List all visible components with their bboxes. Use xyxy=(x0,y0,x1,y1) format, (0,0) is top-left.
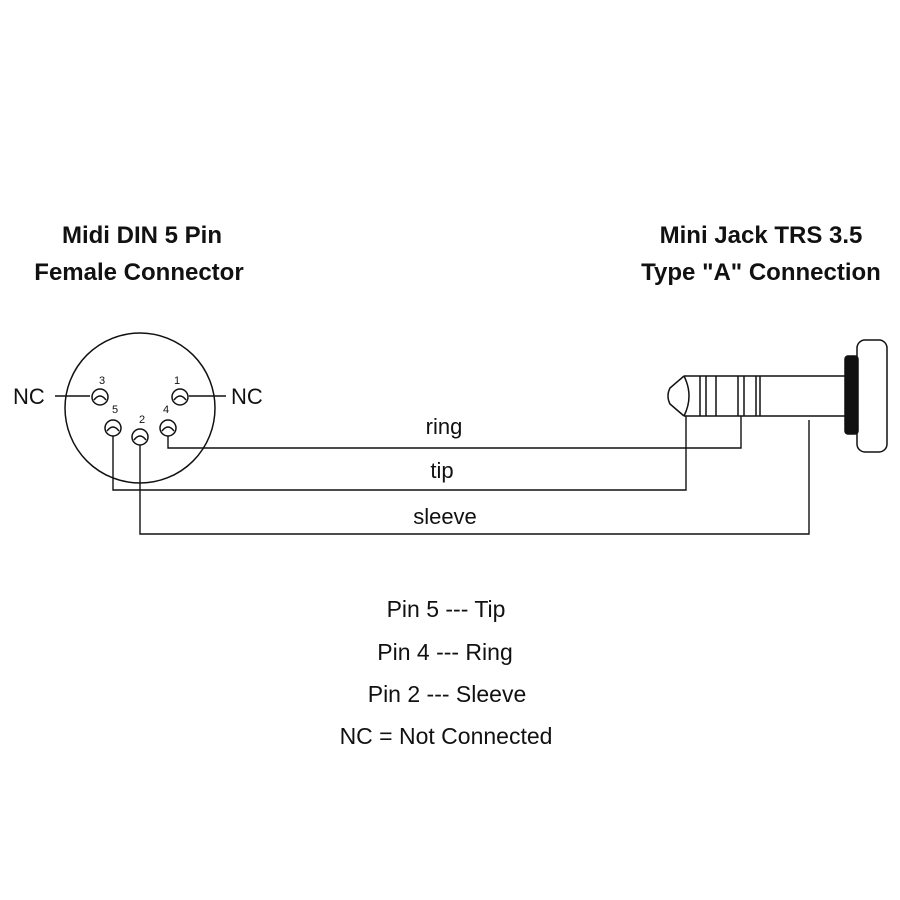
nc-label-left: NC xyxy=(13,384,45,409)
pin-socket-3 xyxy=(91,388,109,406)
din-title-line1: Midi DIN 5 Pin xyxy=(62,222,222,249)
nc-label-right: NC xyxy=(231,384,263,409)
pin-legend: Pin 5 --- Tip Pin 4 --- Ring Pin 2 --- S… xyxy=(340,596,553,749)
jack-title-line1: Mini Jack TRS 3.5 xyxy=(660,222,863,249)
pin-number-5: 5 xyxy=(112,404,118,416)
wire-label-ring: ring xyxy=(426,414,463,439)
jack-title-line2: Type "A" Connection xyxy=(641,259,881,286)
jack-cap xyxy=(856,339,888,453)
wire-ring xyxy=(167,416,742,449)
wire-label-sleeve: sleeve xyxy=(413,504,477,529)
din-title-line2: Female Connector xyxy=(34,259,243,286)
pin-socket-5 xyxy=(104,419,122,437)
pin-number-1: 1 xyxy=(174,375,180,387)
legend-line-1: Pin 5 --- Tip xyxy=(387,596,506,622)
pin-number-4: 4 xyxy=(163,404,169,416)
jack-grip xyxy=(844,355,859,435)
wire-tip xyxy=(112,416,687,491)
pin-socket-2 xyxy=(131,428,149,446)
wire-label-tip: tip xyxy=(430,458,453,483)
jack-tip xyxy=(667,375,685,417)
pin-number-2: 2 xyxy=(139,414,145,426)
wire-sleeve xyxy=(139,420,810,535)
pin-socket-1 xyxy=(171,388,189,406)
legend-line-2: Pin 4 --- Ring xyxy=(377,639,512,665)
legend-line-4: NC = Not Connected xyxy=(340,723,553,749)
pin-socket-4 xyxy=(159,419,177,437)
pin-number-3: 3 xyxy=(99,375,105,387)
legend-line-3: Pin 2 --- Sleeve xyxy=(368,681,527,707)
trs-jack-plug xyxy=(667,339,888,453)
